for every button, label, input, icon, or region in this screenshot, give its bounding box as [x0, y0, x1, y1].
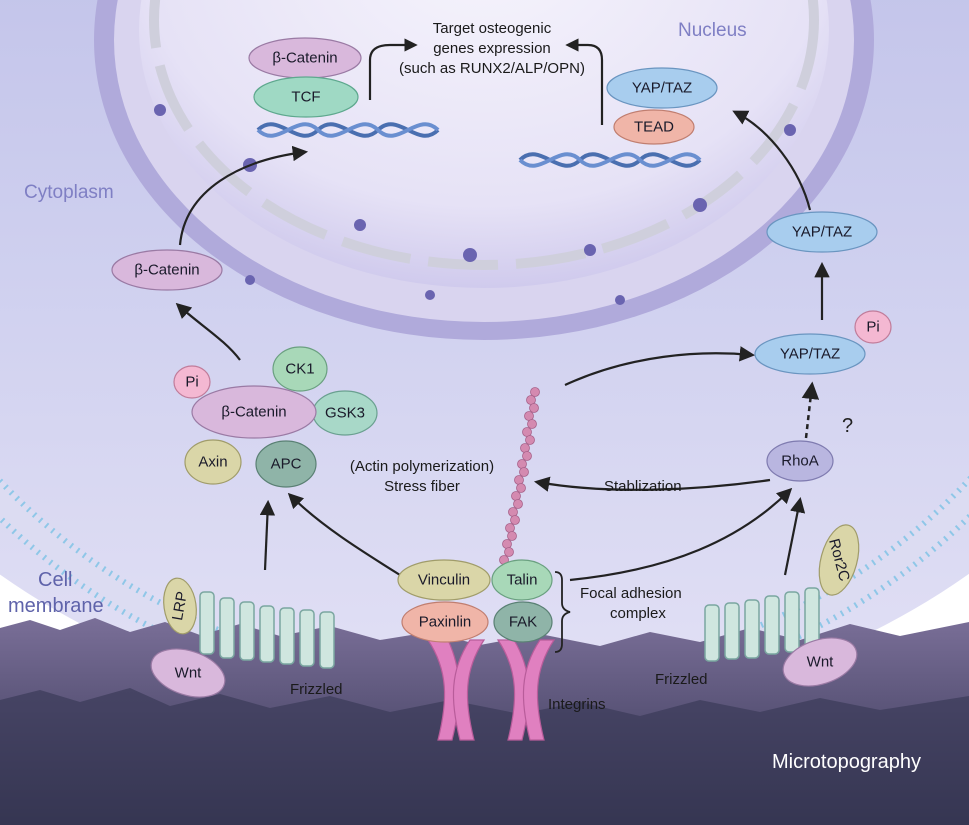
svg-text:Pi: Pi — [866, 319, 879, 336]
node-apc: APC — [255, 440, 317, 488]
frizzled-left-label: Frizzled — [290, 681, 343, 698]
integrins — [426, 639, 556, 741]
node-nuclear-yap-taz: YAP/TAZ — [606, 67, 718, 109]
svg-text:Pi: Pi — [185, 374, 198, 391]
svg-text:Wnt: Wnt — [175, 665, 203, 682]
node-axin: Axin — [184, 439, 242, 485]
target-genes-line2: genes expression — [433, 40, 551, 57]
frizzled-receptor-left — [199, 591, 335, 669]
dna-helix-right — [518, 152, 702, 168]
svg-text:Vinculin: Vinculin — [418, 572, 470, 589]
svg-text:GSK3: GSK3 — [325, 405, 365, 422]
node-tcf: TCF — [253, 76, 359, 118]
cytoplasm-label: Cytoplasm — [24, 182, 114, 203]
target-genes-line1: Target osteogenic — [433, 20, 552, 37]
node-paxinlin: Paxinlin — [401, 601, 489, 643]
node-ck1: CK1 — [272, 346, 328, 392]
svg-text:Paxinlin: Paxinlin — [419, 614, 472, 631]
stabilization-label: Stablization — [604, 478, 682, 495]
node-ror2c: Ror2C — [818, 524, 860, 596]
svg-text:APC: APC — [271, 456, 302, 473]
node-lrp: LRP — [163, 577, 197, 635]
svg-text:FAK: FAK — [509, 614, 537, 631]
focal-adhesion-label-line2: complex — [610, 605, 666, 622]
arrows — [175, 38, 830, 582]
node-complex-beta-catenin: β-Catenin — [191, 385, 317, 439]
svg-text:YAP/TAZ: YAP/TAZ — [792, 224, 852, 241]
focal-adhesion-brace — [554, 571, 571, 653]
stress-fiber-line1: (Actin polymerization) — [350, 458, 494, 475]
svg-text:Talin: Talin — [507, 572, 538, 589]
integrins-label: Integrins — [548, 696, 606, 713]
node-nuclear-beta-catenin: β-Catenin — [248, 37, 362, 79]
node-vinculin: Vinculin — [397, 559, 491, 601]
node-pi-left: Pi — [173, 365, 211, 399]
target-genes-line3: (such as RUNX2/ALP/OPN) — [399, 60, 585, 77]
focal-adhesion-label-line1: Focal adhesion — [580, 585, 682, 602]
question-mark: ? — [842, 415, 853, 437]
stress-fiber-line2: Stress fiber — [384, 478, 460, 495]
svg-text:β-Catenin: β-Catenin — [272, 50, 337, 67]
cell-membrane-label-line1: Cell — [38, 569, 72, 591]
node-cytoplasmic-beta-catenin: β-Catenin — [111, 249, 223, 291]
svg-text:LRP: LRP — [169, 590, 191, 622]
dna-helix-left — [256, 122, 440, 138]
nucleus-label: Nucleus — [678, 20, 747, 41]
svg-text:CK1: CK1 — [285, 361, 314, 378]
node-talin: Talin — [491, 559, 553, 601]
svg-text:β-Catenin: β-Catenin — [134, 262, 199, 279]
svg-text:Axin: Axin — [198, 454, 227, 471]
node-gsk3: GSK3 — [312, 390, 378, 436]
node-cytoplasmic-yap-taz: YAP/TAZ — [766, 211, 878, 253]
node-phospho-yap-taz: YAP/TAZ — [754, 333, 866, 375]
svg-text:Wnt: Wnt — [807, 654, 835, 671]
node-tead: TEAD — [613, 109, 695, 145]
node-wnt-right: Wnt — [782, 637, 858, 687]
frizzled-receptor-right — [704, 587, 820, 662]
stress-fiber — [499, 387, 540, 573]
svg-text:YAP/TAZ: YAP/TAZ — [780, 346, 840, 363]
frizzled-right-label: Frizzled — [655, 671, 708, 688]
node-rhoa: RhoA — [766, 440, 834, 482]
cell-membrane-label-line2: membrane — [8, 595, 104, 617]
svg-text:TCF: TCF — [291, 89, 320, 106]
svg-text:TEAD: TEAD — [634, 119, 674, 136]
svg-text:YAP/TAZ: YAP/TAZ — [632, 80, 692, 97]
node-pi-right: Pi — [854, 310, 892, 344]
microtopography-label: Microtopography — [772, 751, 921, 773]
svg-text:RhoA: RhoA — [781, 453, 819, 470]
node-wnt-left: Wnt — [150, 648, 226, 698]
node-fak: FAK — [493, 601, 553, 643]
svg-text:β-Catenin: β-Catenin — [221, 404, 286, 421]
